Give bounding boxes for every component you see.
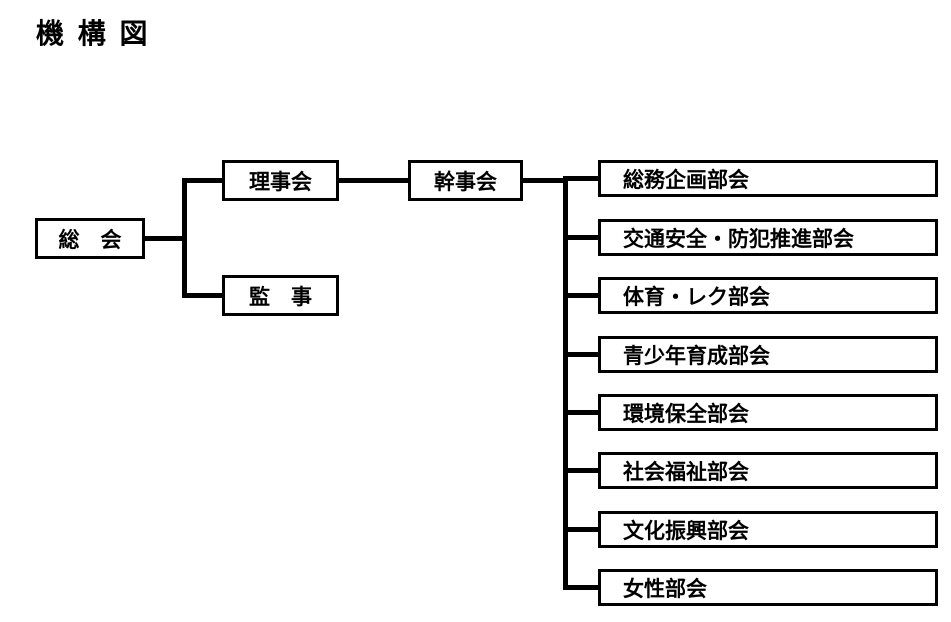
subcommittee-traffic-safety-crime-prevention: 交通安全・防犯推進部会 <box>598 219 938 256</box>
connector-branch2-vertical <box>563 176 568 590</box>
node-board-of-directors: 理事会 <box>222 160 339 201</box>
subcommittee-sports-recreation: 体育・レク部会 <box>598 277 938 314</box>
connector-stub-subcommittee-8 <box>566 585 598 590</box>
node-auditors: 監 事 <box>222 275 339 316</box>
connector-stub-subcommittee-1 <box>566 176 598 181</box>
subcommittee-social-welfare: 社会福祉部会 <box>598 452 938 489</box>
subcommittee-environment: 環境保全部会 <box>598 394 938 431</box>
subcommittee-general-affairs: 総務企画部会 <box>598 160 938 197</box>
subcommittee-women: 女性部会 <box>598 569 938 606</box>
connector-stub-subcommittee-7 <box>566 527 598 532</box>
page-title: 機 構 図 <box>36 18 151 49</box>
connector-board-secretariat <box>339 178 408 183</box>
connector-stub-subcommittee-6 <box>566 468 598 473</box>
connector-stub-subcommittee-4 <box>566 352 598 357</box>
connector-stub-subcommittee-2 <box>566 235 598 240</box>
node-general-assembly: 総 会 <box>35 218 145 259</box>
connector-assembly-horizontal <box>145 236 185 241</box>
connector-stub-board <box>185 178 222 183</box>
subcommittee-youth-development: 青少年育成部会 <box>598 336 938 373</box>
connector-stub-subcommittee-3 <box>566 293 598 298</box>
connector-stub-subcommittee-5 <box>566 410 598 415</box>
node-secretariat: 幹事会 <box>408 160 523 201</box>
subcommittee-culture-promotion: 文化振興部会 <box>598 511 938 548</box>
connector-branch1-vertical <box>182 178 187 298</box>
connector-stub-auditors <box>185 293 222 298</box>
connector-secretariat-horizontal <box>523 178 568 183</box>
